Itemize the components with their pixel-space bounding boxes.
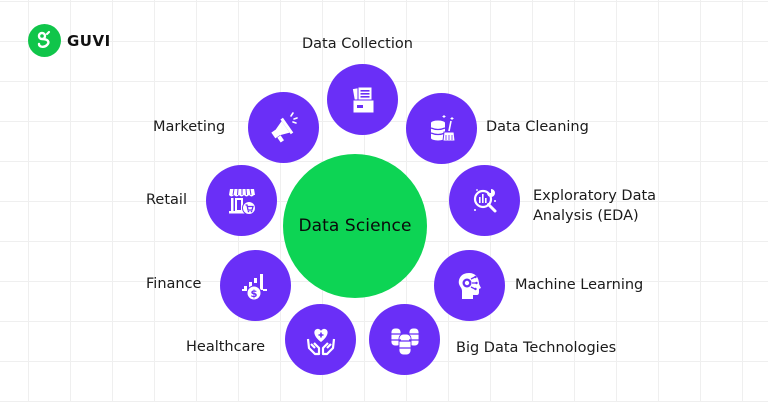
label-eda-line2: Analysis (EDA) bbox=[533, 208, 639, 224]
node-machine-learning bbox=[434, 250, 505, 321]
hands-heart-icon bbox=[306, 328, 335, 355]
node-finance: $ bbox=[220, 250, 291, 321]
label-data-collection: Data Collection bbox=[302, 36, 413, 52]
node-eda bbox=[449, 165, 520, 236]
label-finance: Finance bbox=[146, 276, 202, 292]
folder-documents-icon bbox=[352, 86, 374, 113]
head-circuit-icon bbox=[458, 272, 481, 299]
megaphone-icon bbox=[270, 111, 298, 143]
database-stack-icon bbox=[390, 327, 419, 355]
label-eda-line1: Exploratory Data bbox=[533, 188, 657, 204]
label-eda: Exploratory Data Analysis (EDA) bbox=[533, 186, 656, 226]
node-retail bbox=[206, 165, 277, 236]
magnifier-chart-icon bbox=[473, 188, 496, 212]
guvi-logo: GUVI bbox=[28, 24, 111, 57]
label-big-data: Big Data Technologies bbox=[456, 340, 617, 356]
svg-text:$: $ bbox=[250, 289, 257, 300]
node-data-cleaning bbox=[406, 93, 477, 164]
node-data-collection bbox=[327, 64, 398, 135]
hub-title: Data Science bbox=[298, 216, 412, 236]
database-broom-icon bbox=[430, 114, 456, 141]
brand-name: GUVI bbox=[67, 31, 111, 50]
store-cart-icon bbox=[228, 188, 256, 215]
label-data-cleaning: Data Cleaning bbox=[486, 119, 589, 135]
guvi-logo-icon bbox=[28, 24, 61, 57]
node-big-data bbox=[369, 304, 440, 375]
data-science-hub: Data Science bbox=[283, 154, 427, 298]
chart-dollar-icon: $ bbox=[241, 273, 267, 300]
label-healthcare: Healthcare bbox=[186, 339, 266, 355]
node-marketing bbox=[248, 92, 319, 163]
label-marketing: Marketing bbox=[153, 119, 226, 135]
node-healthcare bbox=[285, 304, 356, 375]
label-retail: Retail bbox=[146, 192, 187, 208]
label-machine-learning: Machine Learning bbox=[515, 277, 644, 293]
